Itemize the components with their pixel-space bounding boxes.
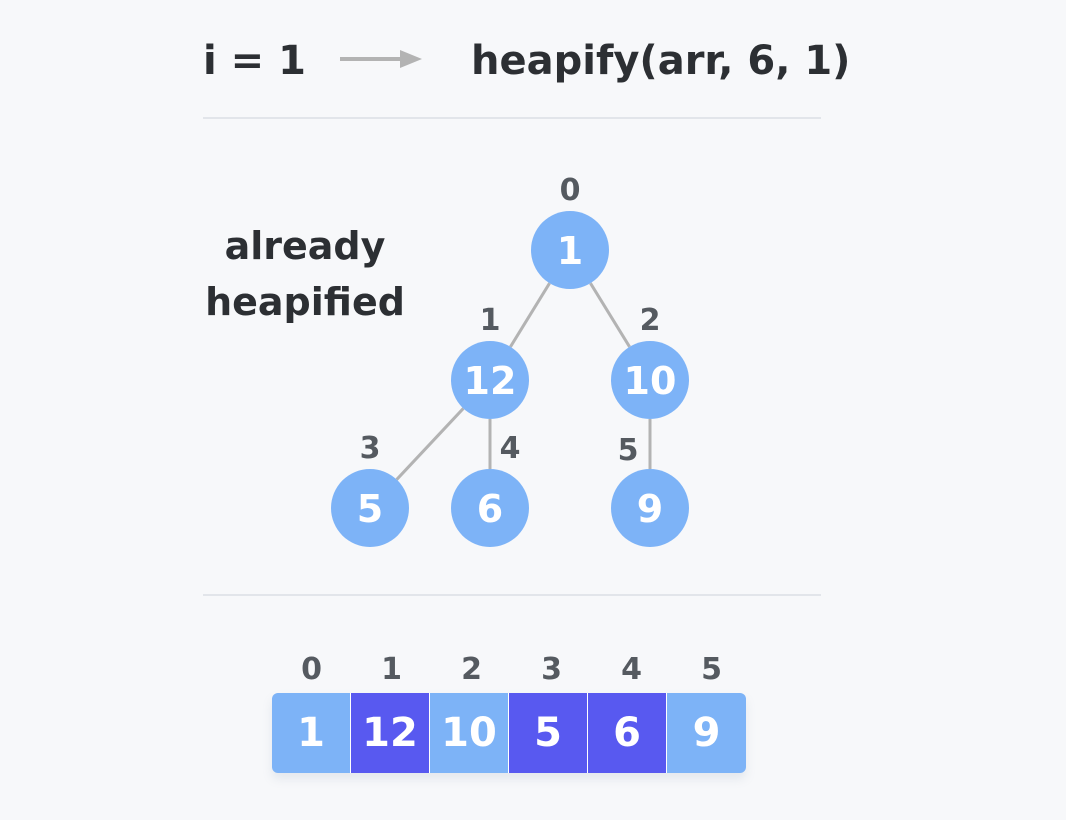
tree-edge [589, 282, 631, 348]
tree-node-value: 9 [637, 487, 663, 531]
tree-node-index: 3 [360, 431, 381, 466]
tree-node-value: 6 [477, 487, 503, 531]
tree-node [331, 469, 409, 547]
array-index-label: 1 [381, 652, 402, 687]
array-cell: 10 [430, 693, 509, 773]
note-line-1: already [224, 224, 386, 268]
tree-node-value: 5 [357, 487, 383, 531]
tree-node-value: 10 [624, 359, 677, 403]
tree-node-index: 2 [640, 303, 661, 338]
tree-edge [395, 407, 465, 481]
note-line-2: heapified [205, 280, 405, 324]
array-index-label: 3 [541, 652, 562, 687]
array-index-label: 2 [461, 652, 482, 687]
array-index-label: 0 [301, 652, 322, 687]
tree-node [451, 469, 529, 547]
right-arrow-icon [340, 50, 422, 68]
tree-node [611, 341, 689, 419]
array-cell: 1 [272, 693, 351, 773]
tree-node-value: 12 [464, 359, 517, 403]
tree-edge [509, 282, 551, 348]
array-cell: 9 [667, 693, 746, 773]
bottom-divider [203, 594, 821, 596]
array-index-label: 4 [621, 652, 642, 687]
tree-node-index: 4 [500, 431, 521, 466]
array-index-label: 5 [701, 652, 722, 687]
array-cell: 5 [509, 693, 588, 773]
tree-node-index: 0 [560, 173, 581, 208]
array-cell: 6 [588, 693, 667, 773]
loop-index-label: i = 1 [203, 38, 306, 84]
tree-node [531, 211, 609, 289]
top-divider [203, 117, 821, 119]
already-heapified-note: already heapified [195, 218, 415, 330]
tree-node [451, 341, 529, 419]
tree-node-index: 5 [618, 433, 639, 468]
tree-node-value: 1 [557, 229, 583, 273]
tree-node-index: 1 [480, 303, 501, 338]
array-cell: 12 [351, 693, 430, 773]
heapify-call-label: heapify(arr, 6, 1) [471, 38, 851, 84]
tree-node [611, 469, 689, 547]
